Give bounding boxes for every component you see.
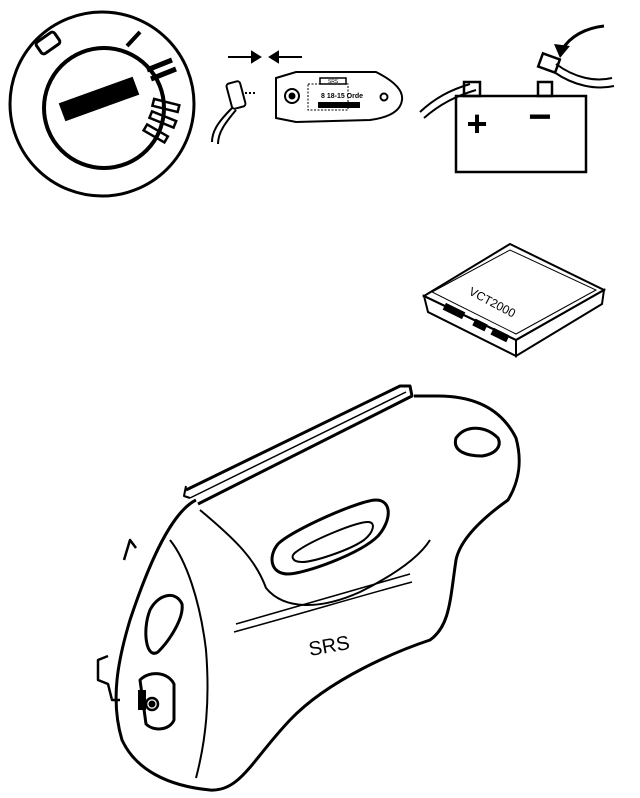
airbag-module: SRS: [96, 384, 521, 792]
negative-clamp-icon: [536, 51, 562, 75]
socket-body: [275, 71, 404, 124]
socket-bolt-icon: [284, 88, 300, 104]
ignition-switch: [8, 10, 196, 198]
socket-hole-icon: [379, 92, 389, 102]
plug-icon: [225, 80, 247, 110]
socket-label-mid: 8 18-15 Orde: [321, 93, 363, 100]
module-top-face: [421, 242, 607, 342]
position-iii-icon: [141, 97, 181, 145]
airbag-connector-icon: [138, 672, 176, 731]
socket-label-top: SRS: [328, 79, 339, 85]
negative-cable: [555, 63, 613, 81]
airbag-top-edge: [185, 384, 414, 506]
battery-terminal-positive: [462, 80, 482, 98]
positive-cable: [419, 83, 471, 113]
airbag-left-recess-icon: [144, 594, 184, 655]
push-arrows-icon: [228, 50, 302, 64]
key-slot-icon: [58, 76, 140, 122]
module-side-face: [515, 288, 606, 358]
airbag-housing: [114, 394, 521, 792]
airbag-srs-label: SRS: [307, 632, 351, 661]
battery-body: [454, 94, 588, 174]
airbag-right-ear-icon: [453, 426, 501, 458]
battery: + −: [419, 24, 615, 174]
connector-assembly: SRS 8 18-15 Orde: [211, 50, 404, 145]
plug-cable: [211, 107, 233, 143]
position-ii-icon: [146, 57, 177, 82]
ignition-outer-ring: [8, 10, 196, 198]
position-0-icon: [34, 30, 62, 56]
module-ports: [442, 302, 510, 343]
negative-symbol: −: [528, 95, 551, 139]
position-i-icon: [125, 30, 142, 48]
vct2000-module: VCT2000: [421, 242, 607, 358]
airbag-mounting-clip: [96, 654, 120, 702]
airbag-vent-icon: [270, 498, 390, 576]
battery-terminal-negative: [536, 80, 554, 98]
positive-symbol: +: [466, 103, 487, 144]
